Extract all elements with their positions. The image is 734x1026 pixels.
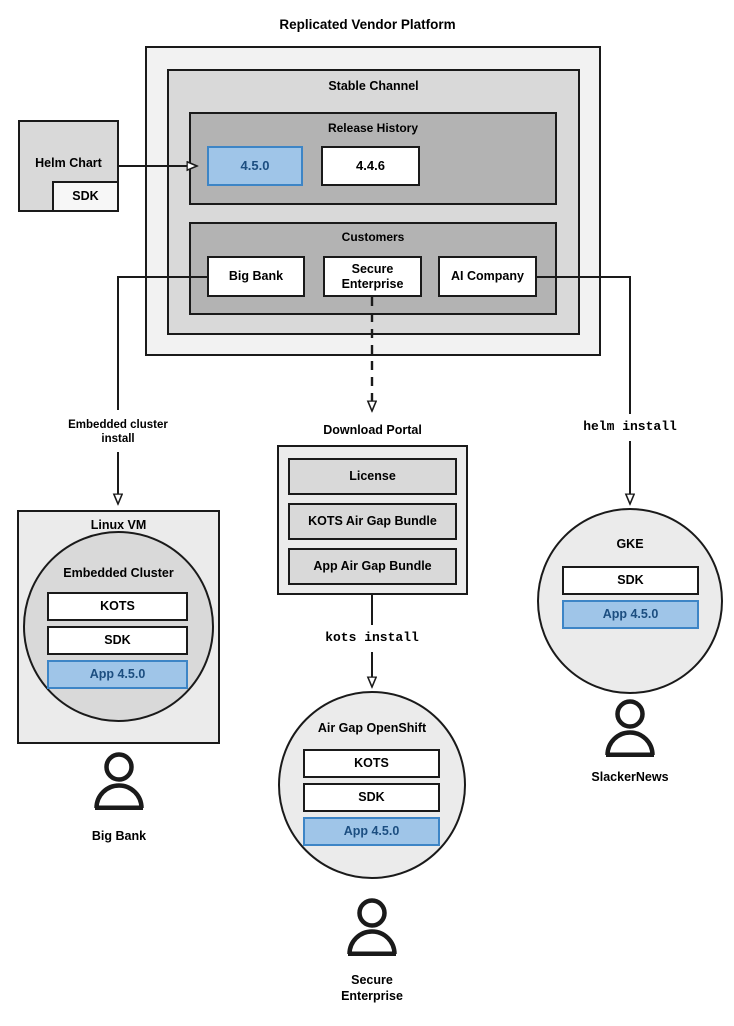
user-avatar-slackernews xyxy=(605,699,655,757)
customer-big-bank[interactable]: Big Bank xyxy=(207,256,305,297)
customer-secure-enterprise[interactable]: Secure Enterprise xyxy=(323,256,422,297)
edge-label-embedded-cluster-install: Embedded cluster install xyxy=(43,414,193,450)
user-label-secure-enterprise: Secure Enterprise xyxy=(297,970,447,1008)
gke-component-sdk[interactable]: SDK xyxy=(562,566,699,595)
customer-ai-company[interactable]: AI Company xyxy=(438,256,537,297)
user-avatar-secure-enterprise xyxy=(347,898,397,956)
user-label-secure-enterprise-line2: Enterprise xyxy=(341,989,403,1003)
user-avatar-big-bank xyxy=(94,752,144,810)
customer-secure-enterprise-line2: Enterprise xyxy=(341,276,404,291)
download-item-license[interactable]: License xyxy=(288,458,457,495)
edge-big-bank-to-linux-vm xyxy=(118,276,207,503)
airgap-component-app[interactable]: App 4.5.0 xyxy=(303,817,440,846)
linux-vm-title: Linux VM xyxy=(90,518,147,532)
download-item-app-air-gap-bundle[interactable]: App Air Gap Bundle xyxy=(288,548,457,585)
edge-label-kots-install: kots install xyxy=(325,629,419,645)
airgap-component-kots[interactable]: KOTS xyxy=(303,749,440,778)
airgap-component-sdk[interactable]: SDK xyxy=(303,783,440,812)
linux-vm-component-sdk[interactable]: SDK xyxy=(47,626,188,655)
customers-title: Customers xyxy=(341,230,405,244)
download-item-kots-air-gap-bundle[interactable]: KOTS Air Gap Bundle xyxy=(288,503,457,540)
user-label-secure-enterprise-line1: Secure xyxy=(351,973,393,988)
gke-component-app[interactable]: App 4.5.0 xyxy=(562,600,699,629)
edge-ai-company-to-gke xyxy=(537,276,630,503)
helm-chart-sdk-box[interactable]: SDK xyxy=(52,181,119,212)
user-label-slackernews: SlackerNews xyxy=(591,770,669,785)
embedded-cluster-title: Embedded Cluster xyxy=(63,566,174,580)
edge-label-embedded-line1: Embedded cluster xyxy=(68,418,168,431)
edge-label-helm-install: helm install xyxy=(583,418,677,434)
release-history-title: Release History xyxy=(327,121,419,135)
airgap-openshift-title: Air Gap OpenShift xyxy=(317,721,427,735)
user-label-big-bank: Big Bank xyxy=(91,829,147,844)
page-title: Replicated Vendor Platform xyxy=(279,16,456,32)
linux-vm-component-kots[interactable]: KOTS xyxy=(47,592,188,621)
edge-label-embedded-line2: install xyxy=(101,433,135,445)
download-portal-title: Download Portal xyxy=(323,423,422,438)
customer-secure-enterprise-line1: Secure xyxy=(351,262,394,277)
linux-vm-component-app[interactable]: App 4.5.0 xyxy=(47,660,188,689)
release-4-4-6[interactable]: 4.4.6 xyxy=(321,146,420,186)
release-4-5-0[interactable]: 4.5.0 xyxy=(207,146,303,186)
stable-channel-title: Stable Channel xyxy=(328,79,419,93)
gke-title: GKE xyxy=(616,537,644,551)
